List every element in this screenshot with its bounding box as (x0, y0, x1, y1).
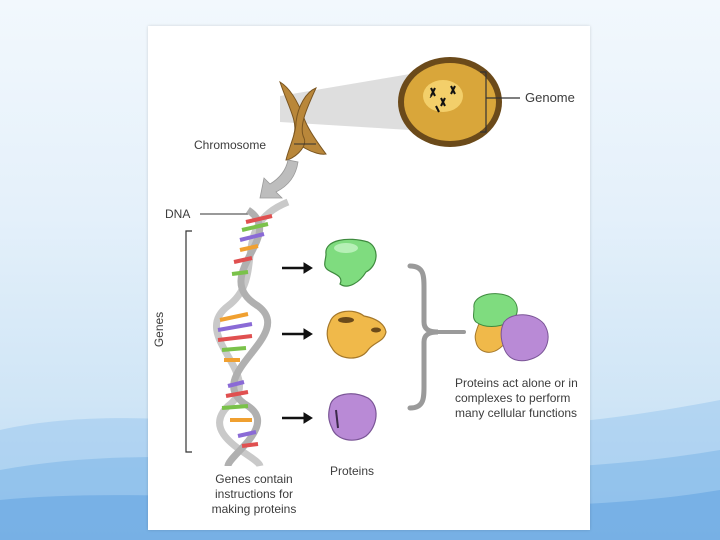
chromosome-label: Chromosome (194, 138, 267, 152)
protein-purple (328, 393, 377, 441)
protein-complex (473, 293, 549, 362)
zoom-cone-icon (280, 74, 410, 130)
genome-chromosomes (430, 85, 456, 113)
chromosome-icon (279, 80, 327, 161)
protein-green (324, 238, 377, 287)
curly-brace-icon (407, 263, 439, 411)
complex-caption: Proteins act alone or in complexes to pe… (455, 376, 578, 420)
diagram-graphic: ʼ (185, 57, 549, 468)
genes-bracket (185, 230, 192, 453)
proteins-label: Proteins (330, 464, 375, 478)
cell-nucleus: ʼ (398, 57, 502, 147)
genome-label: Genome (525, 90, 575, 105)
dna-label: DNA (165, 207, 191, 221)
protein-orange (326, 310, 387, 359)
genome-bracket (480, 71, 520, 133)
genes-label: Genes (152, 311, 167, 348)
diagram-card: ʼ (148, 26, 590, 530)
curved-arrow-icon (259, 159, 299, 199)
svg-text:ʼ: ʼ (428, 91, 433, 110)
arrow-right-icon (282, 262, 313, 424)
dna-helix (212, 198, 290, 468)
genes-caption: Genes contain instructions for making pr… (211, 472, 297, 516)
